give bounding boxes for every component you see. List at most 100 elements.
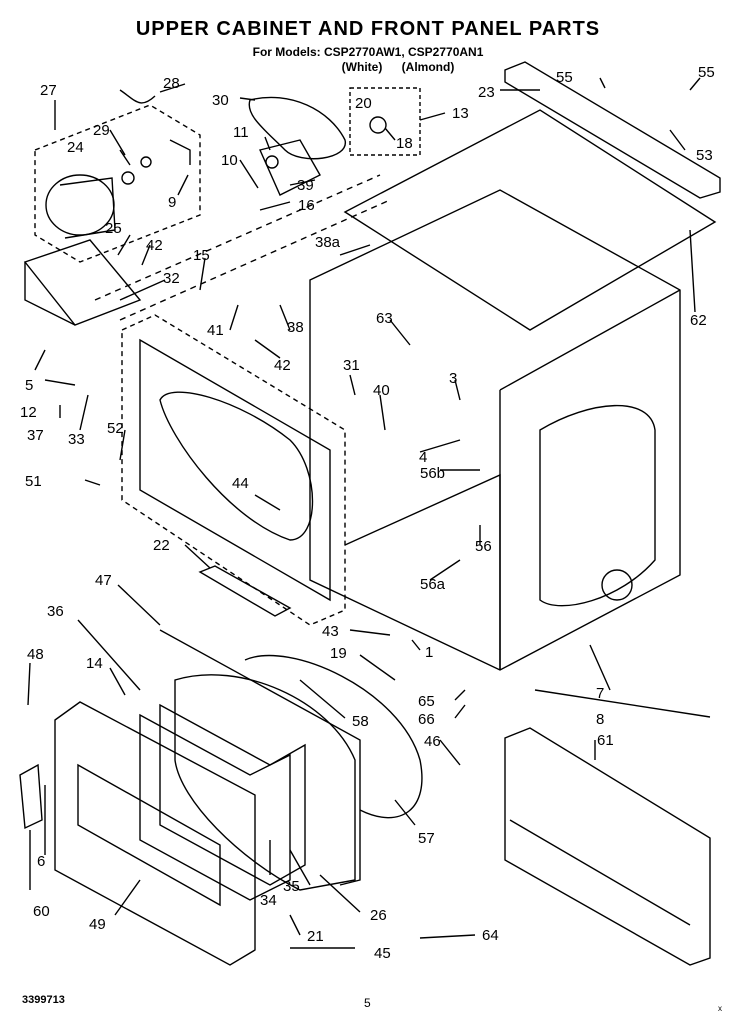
door-liner-inner <box>159 703 306 886</box>
callout-label: 48 <box>27 646 44 663</box>
callout-label: 1 <box>425 644 433 661</box>
callout-label: 47 <box>95 572 112 589</box>
callout-label: 27 <box>40 82 57 99</box>
front-panel <box>121 314 346 626</box>
pulley-box <box>349 87 421 156</box>
motor-mount <box>23 239 142 326</box>
callout-label: 38a <box>315 234 341 251</box>
callout-label: 11 <box>233 124 249 141</box>
diagram-drawing <box>19 61 721 966</box>
callout-label: 42 <box>146 237 163 254</box>
callout-label: 29 <box>93 122 110 139</box>
callout-label: 61 <box>597 732 614 749</box>
callout-label: 64 <box>482 927 499 944</box>
callout-label: 57 <box>418 830 435 847</box>
callout-label: 58 <box>352 713 369 730</box>
callout-label: 37 <box>27 427 44 444</box>
callout-label: 42 <box>274 357 291 374</box>
callout-label: 16 <box>298 197 315 214</box>
variant-almond: (Almond) <box>401 60 455 74</box>
callout-label: 35 <box>283 878 300 895</box>
callout-label: 40 <box>373 382 390 399</box>
rear-strip <box>504 61 721 199</box>
callout-label: 5 <box>25 377 33 394</box>
callout-label: 34 <box>260 892 277 909</box>
callout-label: 14 <box>86 655 103 672</box>
cabinet-body <box>309 189 681 671</box>
door-panel-47 <box>159 629 361 886</box>
callout-label: 52 <box>107 420 124 437</box>
callout-label: 19 <box>330 645 347 662</box>
variant-white: (White) <box>341 60 383 74</box>
corner-mark: x <box>718 1004 722 1013</box>
callout-label: 62 <box>690 312 707 329</box>
callout-label: 6 <box>37 853 45 870</box>
motor <box>45 174 115 236</box>
motor-group-outline <box>34 104 201 263</box>
callout-label: 45 <box>374 945 391 962</box>
callout-label: 28 <box>163 75 180 92</box>
callout-label: 12 <box>20 404 37 421</box>
callout-label: 24 <box>67 139 84 156</box>
callout-label: 7 <box>596 685 604 702</box>
callout-label: 33 <box>68 431 85 448</box>
callout-label: 66 <box>418 711 435 728</box>
callout-label: 36 <box>47 603 64 620</box>
callout-label: 21 <box>307 928 324 945</box>
callout-label: 20 <box>355 95 372 112</box>
idler-bracket <box>259 139 321 196</box>
model-variants: (White) (Almond) <box>0 60 736 74</box>
callout-label: 9 <box>168 194 176 211</box>
callout-label: 4 <box>419 449 427 466</box>
callout-label: 23 <box>478 84 495 101</box>
callout-label: 25 <box>105 220 122 237</box>
callout-label: 18 <box>396 135 413 152</box>
callout-label: 32 <box>163 270 180 287</box>
door-opening <box>159 391 314 541</box>
page-number: 5 <box>364 996 371 1010</box>
motor-bracket <box>169 139 191 165</box>
door-outer <box>54 701 256 966</box>
callout-label: 43 <box>322 623 339 640</box>
callout-label: 56 <box>475 538 492 555</box>
drive-belt <box>248 96 346 160</box>
callout-label: 41 <box>207 322 224 339</box>
wire-28 <box>119 89 156 104</box>
callout-label: 56a <box>420 576 446 593</box>
page-title: UPPER CABINET AND FRONT PANEL PARTS <box>135 18 601 40</box>
cabinet-side-panel <box>539 404 656 607</box>
callout-label: 44 <box>232 475 249 492</box>
callout-label: 15 <box>193 247 210 264</box>
callout-label: 3 <box>449 370 457 387</box>
callout-label: 65 <box>418 693 435 710</box>
callout-label: 51 <box>25 473 42 490</box>
callout-label: 26 <box>370 907 387 924</box>
callout-label: 60 <box>33 903 50 920</box>
callout-label: 31 <box>343 357 360 374</box>
door-handle <box>19 763 43 830</box>
door-liner <box>139 713 291 901</box>
callout-label: 55 <box>556 69 573 86</box>
door-seal <box>174 674 356 891</box>
models-line: For Models: CSP2770AW1, CSP2770AN1 <box>252 45 484 59</box>
top-panel <box>343 109 717 331</box>
door-gasket <box>244 654 423 819</box>
callout-label: 55 <box>698 64 715 81</box>
callout-label: 53 <box>696 147 713 164</box>
callout-label: 49 <box>89 916 106 933</box>
callout-label: 39 <box>297 177 314 194</box>
callout-label: 30 <box>212 92 229 109</box>
callout-label: 10 <box>221 152 238 169</box>
callout-label: 13 <box>452 105 469 122</box>
callout-label: 38 <box>287 319 304 336</box>
callout-label: 56b <box>420 465 445 482</box>
toe-panel <box>504 727 711 966</box>
document-number: 3399713 <box>22 994 65 1006</box>
lint-screen <box>198 565 292 617</box>
callout-label: 22 <box>153 537 170 554</box>
callout-label: 46 <box>424 733 441 750</box>
callout-label: 8 <box>596 711 604 728</box>
callout-label: 63 <box>376 310 393 327</box>
